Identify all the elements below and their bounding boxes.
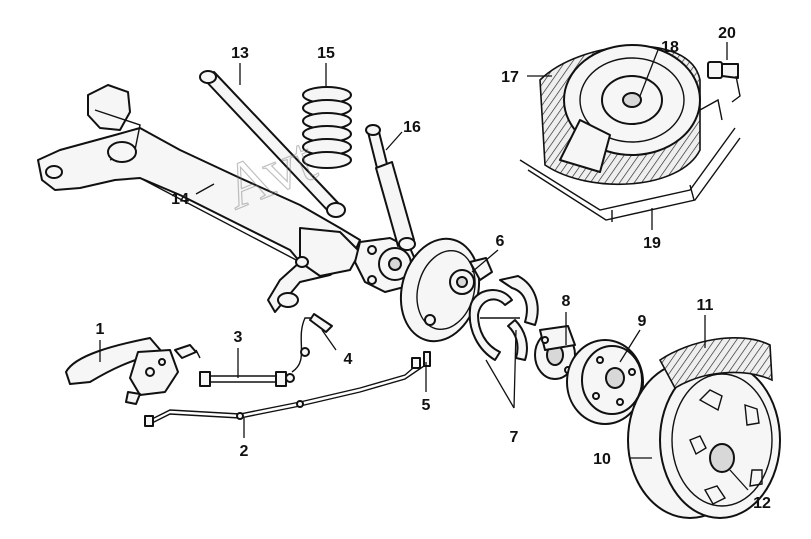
brake-shoes — [468, 275, 539, 361]
brake-pipe-lower — [144, 351, 431, 427]
callout-11: 11 — [697, 297, 714, 314]
leader-lines — [99, 42, 749, 491]
rear-axle-beam — [37, 84, 361, 313]
spare-wheel-carrier — [519, 98, 741, 222]
callout-8: 8 — [562, 293, 571, 310]
callout-7: 7 — [510, 429, 519, 446]
callout-3: 3 — [234, 329, 243, 346]
callout-18: 18 — [661, 39, 679, 56]
trailing-arm — [199, 70, 346, 218]
callout-9: 9 — [638, 313, 647, 330]
callout-17: 17 — [501, 69, 519, 86]
wheel-and-tyre — [627, 337, 781, 519]
brake-backing-plate — [399, 237, 493, 343]
callout-13: 13 — [231, 45, 249, 62]
callout-1: 1 — [96, 321, 105, 338]
brake-pipe-upper — [291, 313, 333, 373]
brake-load-valve — [65, 337, 201, 405]
coil-spring — [302, 86, 352, 169]
callout-15: 15 — [317, 45, 335, 62]
brake-drum — [566, 339, 644, 425]
callout-16: 16 — [403, 119, 421, 136]
callout-labels: 1 2 3 4 5 6 7 8 9 10 11 12 13 14 15 16 1… — [96, 25, 771, 512]
callout-6: 6 — [496, 233, 505, 250]
callout-20: 20 — [718, 25, 736, 42]
callout-12: 12 — [753, 495, 771, 512]
callout-2: 2 — [240, 443, 249, 460]
spare-wheel-winch — [707, 61, 741, 103]
callout-4: 4 — [344, 351, 353, 368]
callout-5: 5 — [422, 397, 431, 414]
callout-10: 10 — [593, 451, 611, 468]
axle-hub-assembly — [354, 237, 419, 293]
brake-hose — [199, 371, 295, 387]
spare-wheel — [539, 44, 701, 186]
shock-absorber — [365, 124, 416, 251]
callout-14: 14 — [171, 191, 189, 208]
callout-19: 19 — [643, 235, 661, 252]
